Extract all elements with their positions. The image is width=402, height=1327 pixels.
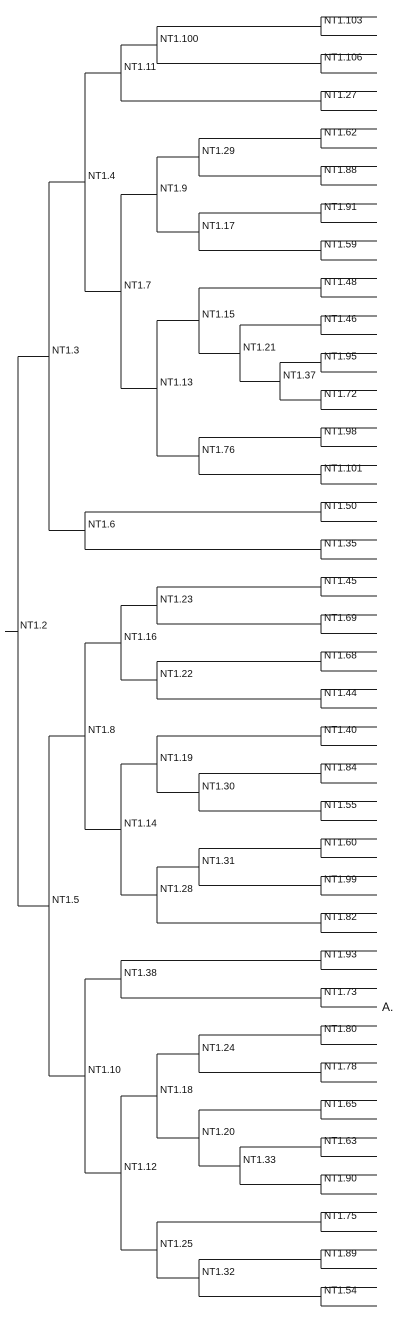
node-label: NT1.13 <box>160 377 193 388</box>
node-label: NT1.63 <box>324 1136 357 1147</box>
node-label: NT1.65 <box>324 1099 357 1110</box>
node-label: NT1.20 <box>202 1127 235 1138</box>
node-label: NT1.11 <box>124 62 156 73</box>
node-label: NT1.76 <box>202 445 235 456</box>
node-label: NT1.75 <box>324 1211 357 1222</box>
node-label: NT1.62 <box>324 127 357 138</box>
node-label: NT1.91 <box>324 202 357 213</box>
node-label: NT1.16 <box>124 632 157 643</box>
node-label: NT1.29 <box>202 146 235 157</box>
node-label: NT1.82 <box>324 912 357 923</box>
node-label: NT1.7 <box>124 280 152 291</box>
node-label: NT1.88 <box>324 165 357 176</box>
node-label: NT1.89 <box>324 1248 357 1259</box>
node-label: NT1.31 <box>202 856 235 867</box>
leaf-label: A. <box>382 1000 393 1014</box>
node-label: NT1.68 <box>324 651 357 662</box>
node-label: NT1.4 <box>88 171 116 182</box>
node-label: NT1.32 <box>202 1267 235 1278</box>
node-label: NT1.8 <box>88 725 116 736</box>
node-label: NT1.19 <box>160 753 193 764</box>
node-label: NT1.9 <box>160 183 188 194</box>
node-label: NT1.33 <box>243 1155 276 1166</box>
node-label: NT1.103 <box>324 15 363 26</box>
node-label: NT1.93 <box>324 949 357 960</box>
node-label: NT1.6 <box>88 520 116 531</box>
node-label: NT1.10 <box>88 1065 121 1076</box>
node-label: NT1.15 <box>202 310 235 321</box>
node-label: NT1.28 <box>160 884 193 895</box>
node-label: NT1.80 <box>324 1024 357 1035</box>
node-label: NT1.12 <box>124 1162 157 1173</box>
node-label: NT1.17 <box>202 221 235 232</box>
node-label: NT1.84 <box>324 763 357 774</box>
node-label: NT1.2 <box>20 620 48 631</box>
node-label: NT1.22 <box>160 669 193 680</box>
node-label: NT1.21 <box>243 342 276 353</box>
node-label: NT1.55 <box>324 800 357 811</box>
node-label: NT1.69 <box>324 613 357 624</box>
node-label: NT1.106 <box>324 53 363 64</box>
node-label: NT1.14 <box>124 819 157 830</box>
node-label: NT1.30 <box>202 781 235 792</box>
node-label: NT1.25 <box>160 1239 193 1250</box>
node-label: NT1.40 <box>324 725 357 736</box>
node-label: NT1.98 <box>324 426 357 437</box>
node-label: NT1.90 <box>324 1174 357 1185</box>
node-label: NT1.18 <box>160 1085 193 1096</box>
node-label: NT1.27 <box>324 90 357 101</box>
node-label: NT1.37 <box>283 370 316 381</box>
node-label: NT1.101 <box>324 464 363 475</box>
node-label: NT1.38 <box>124 968 157 979</box>
node-label: NT1.59 <box>324 240 357 251</box>
node-label: NT1.35 <box>324 538 357 549</box>
node-label: NT1.23 <box>160 594 193 605</box>
node-label: NT1.78 <box>324 1061 357 1072</box>
node-label: NT1.44 <box>324 688 357 699</box>
node-label: NT1.24 <box>202 1043 235 1054</box>
node-label: NT1.95 <box>324 352 357 363</box>
node-label: NT1.60 <box>324 837 357 848</box>
node-label: NT1.46 <box>324 314 357 325</box>
node-label: NT1.48 <box>324 277 357 288</box>
node-label: NT1.54 <box>324 1286 357 1297</box>
node-label: NT1.72 <box>324 389 357 400</box>
node-label: NT1.45 <box>324 576 357 587</box>
node-label: NT1.99 <box>324 875 357 886</box>
node-label: NT1.3 <box>52 345 80 356</box>
node-label: NT1.50 <box>324 501 357 512</box>
node-label: NT1.100 <box>160 34 199 45</box>
node-label: NT1.73 <box>324 987 357 998</box>
node-label: NT1.5 <box>52 895 80 906</box>
